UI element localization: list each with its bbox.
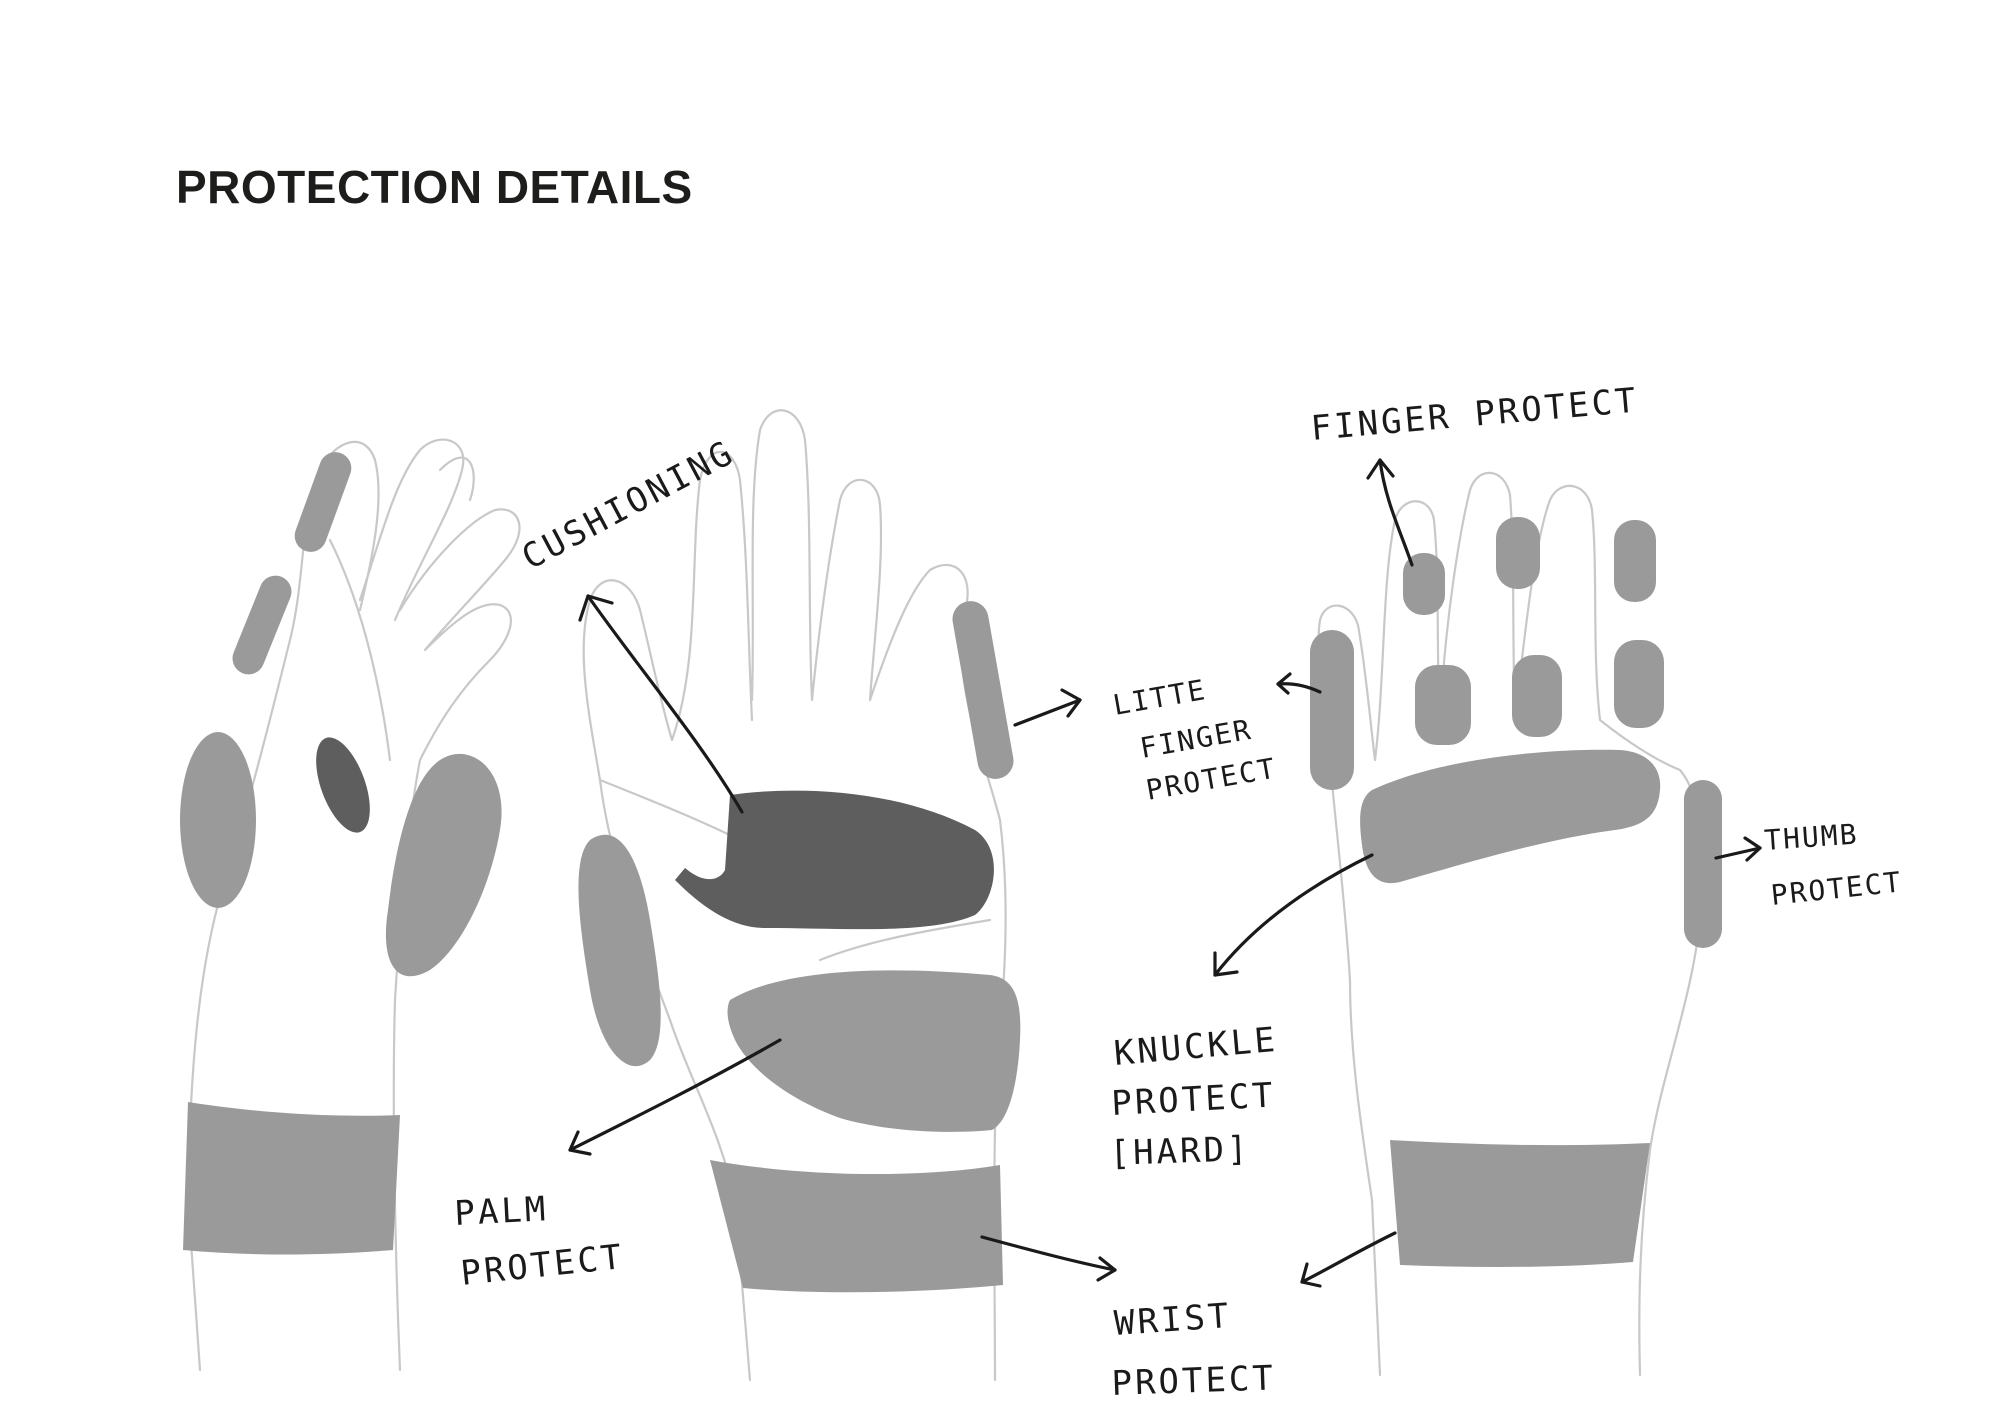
wrist-arrow-palm — [980, 1235, 1117, 1272]
palm-wrist-band — [710, 1160, 1003, 1293]
page-title: PROTECTION DETAILS — [176, 161, 693, 213]
side-knuckle-pad — [180, 732, 256, 908]
back-finger-tip-pad-1 — [1403, 553, 1445, 615]
side-cushion-pad — [316, 737, 370, 833]
glove-palm-view — [578, 409, 1021, 1382]
label-knuckle-1: KNUCKLE — [1112, 1020, 1279, 1074]
side-finger-mid-pad — [232, 575, 292, 675]
thumb-arrow — [1714, 846, 1762, 860]
label-knuckle-3: [HARD] — [1109, 1129, 1251, 1174]
back-finger-base-pad-3 — [1614, 640, 1664, 728]
side-wrist-band — [183, 1102, 400, 1255]
back-knuckle-pad — [1360, 749, 1661, 884]
annotation-arrows — [568, 458, 1762, 1288]
label-little-finger-1: LITTE — [1110, 673, 1209, 722]
palm-palm-pad — [727, 970, 1021, 1132]
label-palm-1: PALM — [453, 1189, 549, 1234]
little-finger-palm-arrow — [1013, 698, 1082, 727]
back-finger-base-pad-1 — [1415, 665, 1471, 745]
label-wrist-1: WRIST — [1113, 1296, 1233, 1344]
glove-back-view — [1310, 471, 1722, 1377]
label-cushioning: CUSHIONING — [515, 432, 741, 578]
label-wrist-2: PROTECT — [1111, 1358, 1277, 1404]
label-finger-protect: FINGER PROTECT — [1309, 380, 1640, 448]
label-knuckle-2: PROTECT — [1110, 1075, 1276, 1124]
palm-cushioning-pad — [675, 790, 994, 930]
back-thumb-pad — [1684, 780, 1722, 948]
side-finger-tip-pad — [294, 452, 352, 552]
glove-side-outline — [186, 438, 521, 1372]
back-finger-tip-pad-3 — [1614, 520, 1656, 602]
palm-arrow — [568, 1038, 782, 1152]
little-finger-back-arrow — [1276, 682, 1322, 694]
palm-little-finger-pad — [952, 601, 1014, 779]
finger-arrow — [1378, 458, 1414, 567]
knuckle-arrow — [1213, 853, 1374, 977]
label-palm-2: PROTECT — [459, 1237, 627, 1294]
wrist-arrow-back — [1300, 1231, 1397, 1284]
glove-palm-outline — [582, 409, 1007, 1382]
label-thumb-2: PROTECT — [1769, 865, 1904, 912]
palm-thumb-pad — [578, 834, 661, 1067]
back-little-finger-pad — [1310, 630, 1354, 790]
label-thumb-1: THUMB — [1763, 817, 1859, 856]
back-wrist-band — [1390, 1140, 1650, 1267]
glove-side-view — [180, 438, 521, 1372]
back-finger-tip-pad-2 — [1496, 517, 1540, 589]
side-palm-pad — [385, 753, 502, 977]
cushioning-arrow — [586, 594, 744, 814]
back-finger-base-pad-2 — [1512, 655, 1562, 737]
